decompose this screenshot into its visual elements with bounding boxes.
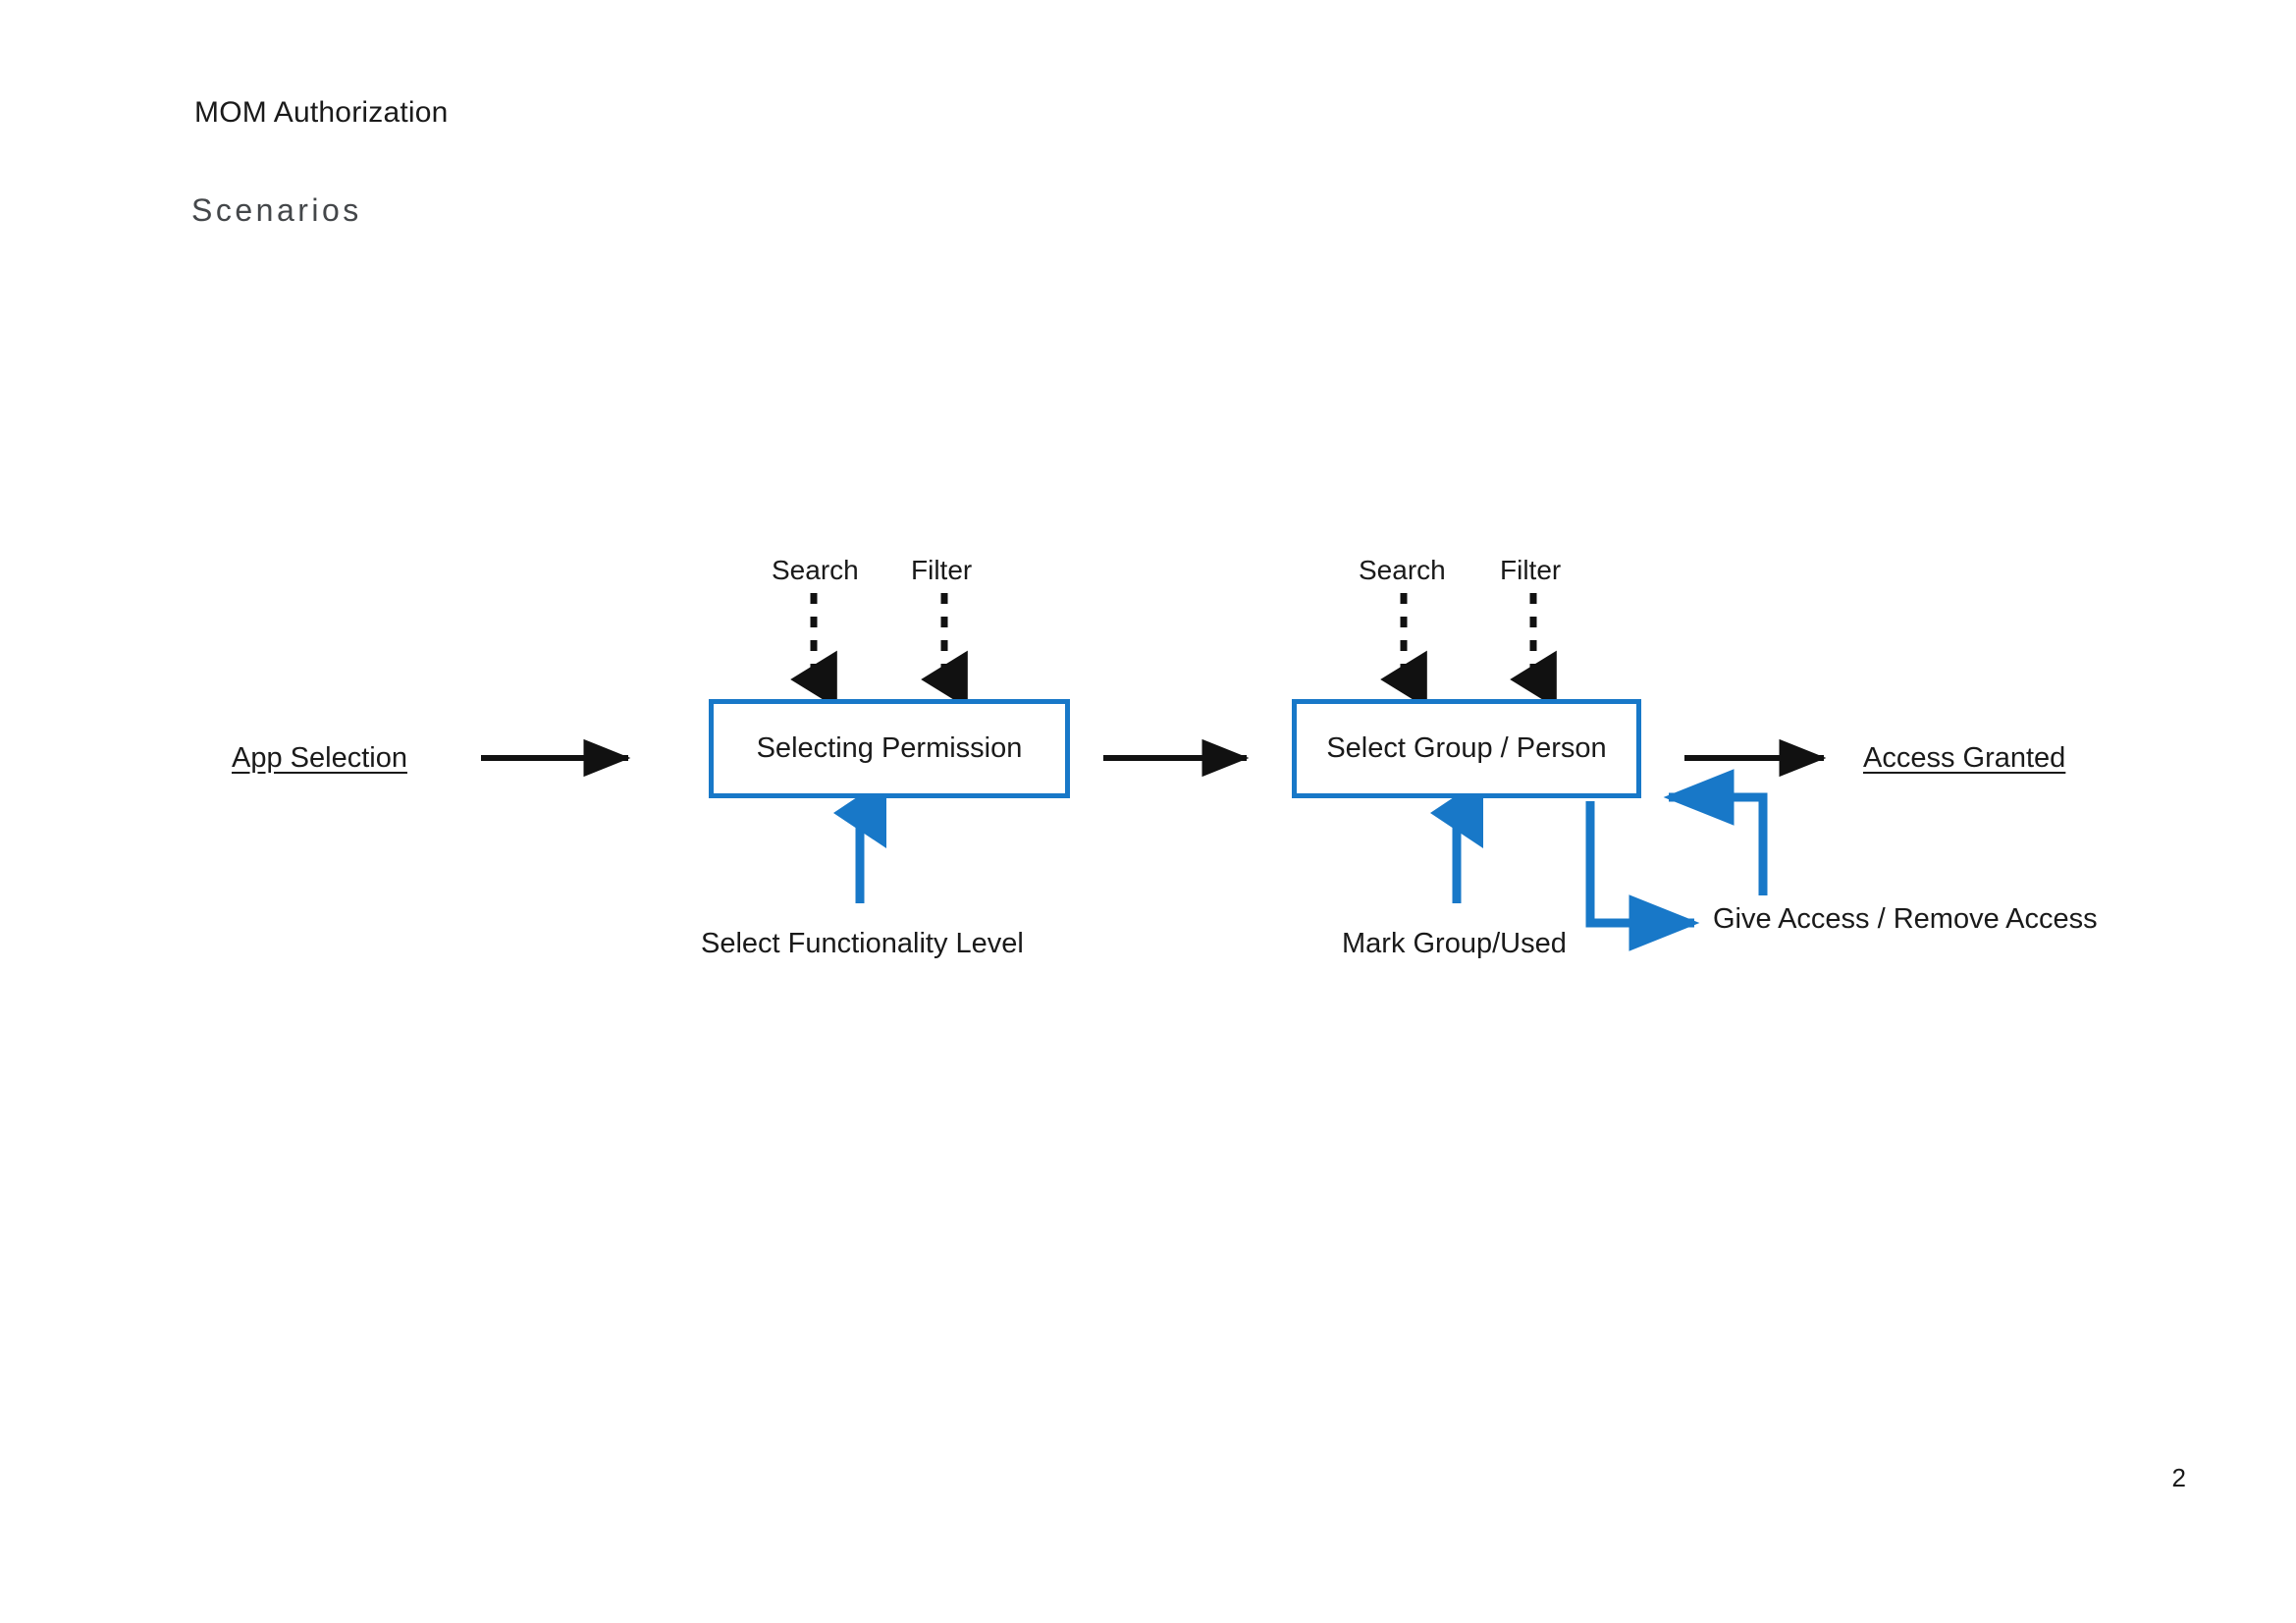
- node-app-selection: App Selection: [232, 742, 407, 774]
- feedback-loop: [1585, 769, 1768, 951]
- input-label-search-box2: Search: [1359, 555, 1446, 585]
- node-access-granted: Access Granted: [1863, 742, 2066, 774]
- page-number: 2: [2171, 1463, 2186, 1492]
- process-box-label: Selecting Permission: [756, 732, 1023, 764]
- dotted-inputs-box2: [1380, 593, 1557, 709]
- bottom-inputs: [833, 778, 1483, 903]
- input-label-filter-box1: Filter: [911, 555, 973, 585]
- node-give-access-remove-access: Give Access / Remove Access: [1713, 903, 2098, 935]
- input-label-mark-group-used: Mark Group/Used: [1342, 928, 1567, 959]
- input-label-filter-box2: Filter: [1500, 555, 1562, 585]
- dotted-inputs-box1: [790, 593, 968, 709]
- process-box-selecting-permission[interactable]: Selecting Permission: [709, 699, 1070, 798]
- input-label-search-box1: Search: [772, 555, 859, 585]
- process-box-label: Select Group / Person: [1326, 732, 1607, 764]
- process-box-select-group-person[interactable]: Select Group / Person: [1292, 699, 1641, 798]
- feedback-out-path: [1585, 801, 1700, 951]
- input-label-select-functionality-level: Select Functionality Level: [701, 928, 1024, 959]
- page-title: MOM Authorization: [194, 96, 449, 129]
- feedback-return-path: [1663, 769, 1768, 895]
- section-heading: Scenarios: [191, 192, 362, 228]
